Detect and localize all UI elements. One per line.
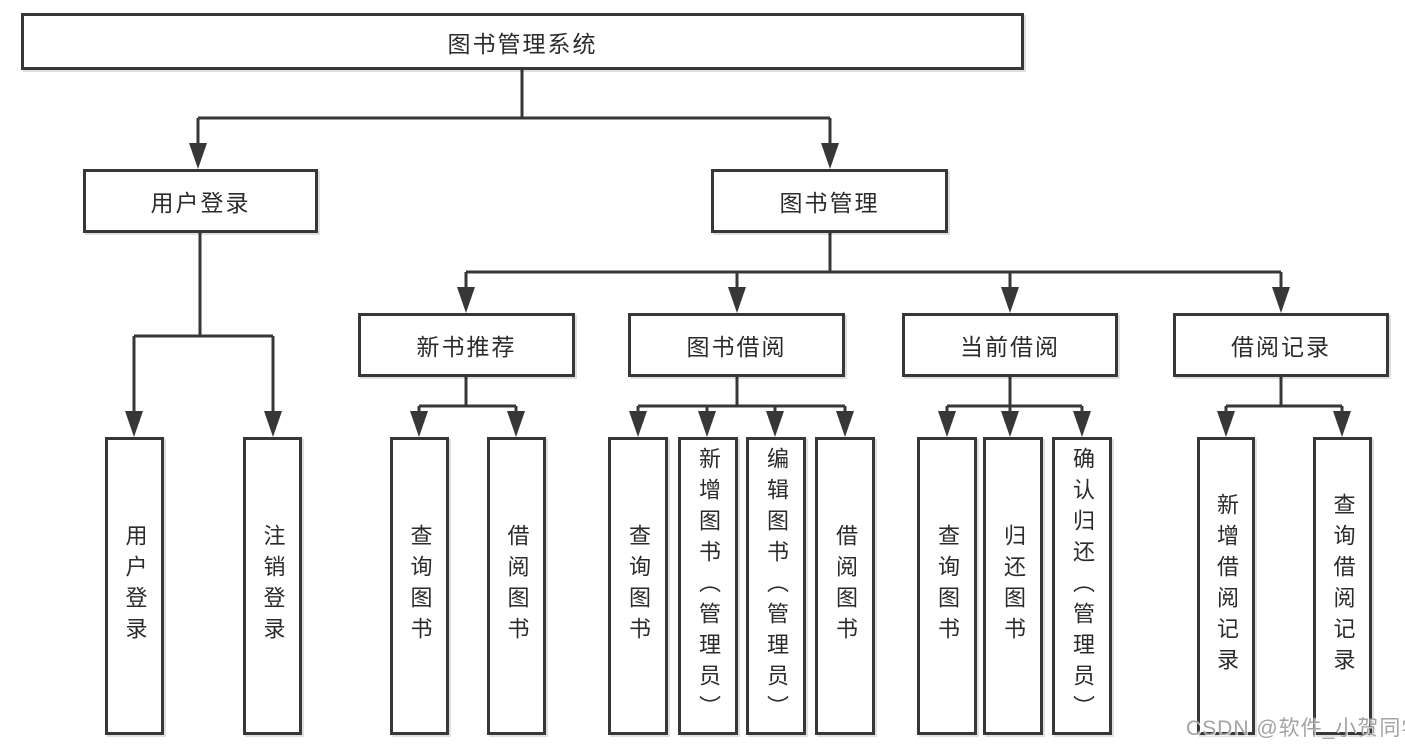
node-user-login: 用户登录 bbox=[83, 169, 318, 233]
node-current-borrowing: 当前借阅 bbox=[902, 313, 1118, 377]
leaf-borrow-books-recommend: 借阅图书 bbox=[487, 437, 546, 735]
node-book-borrowing: 图书借阅 bbox=[628, 313, 845, 377]
node-book-management: 图书管理 bbox=[711, 169, 948, 233]
node-borrowing-records: 借阅记录 bbox=[1173, 313, 1389, 377]
leaf-query-books-current: 查询图书 bbox=[917, 437, 977, 735]
node-library-management-system: 图书管理系统 bbox=[21, 13, 1024, 70]
arrowheads bbox=[125, 143, 1351, 437]
leaf-query-borrow-record: 查询借阅记录 bbox=[1313, 437, 1372, 735]
leaf-edit-books-admin: 编辑图书（管理员） bbox=[746, 437, 806, 735]
leaf-query-books-borrowing: 查询图书 bbox=[608, 437, 668, 735]
leaf-query-books-recommend: 查询图书 bbox=[390, 437, 449, 735]
leaf-confirm-return-admin: 确认归还（管理员） bbox=[1052, 437, 1112, 735]
leaf-user-login: 用户登录 bbox=[105, 437, 164, 735]
leaf-add-books-admin: 新增图书（管理员） bbox=[678, 437, 738, 735]
leaf-borrow-books: 借阅图书 bbox=[815, 437, 875, 735]
leaf-add-borrow-record: 新增借阅记录 bbox=[1197, 437, 1255, 735]
csdn-watermark: CSDN @软件_小贺同学 bbox=[1186, 717, 1405, 740]
node-new-book-recommend: 新书推荐 bbox=[358, 313, 575, 377]
leaf-logout: 注销登录 bbox=[243, 437, 302, 735]
leaf-return-books: 归还图书 bbox=[983, 437, 1043, 735]
